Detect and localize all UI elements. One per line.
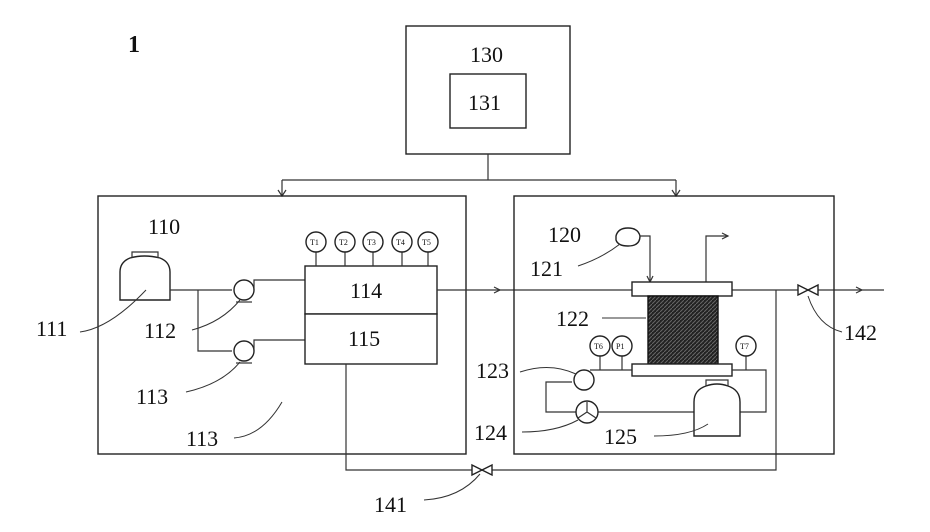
sensor-p1-label: P1 xyxy=(616,342,624,351)
pump-123-label: 123 xyxy=(476,358,509,383)
pump-113-out xyxy=(254,340,305,351)
left-unit-label: 110 xyxy=(148,214,180,239)
pump-112-out xyxy=(254,280,305,290)
sensor-t5-label: T5 xyxy=(422,238,431,247)
pump-123-leader xyxy=(520,367,576,374)
blower-121 xyxy=(616,228,640,246)
valve-141-leader xyxy=(424,474,480,500)
pump-123 xyxy=(574,370,594,390)
pump-112-leader xyxy=(192,300,240,330)
blower-121-label: 121 xyxy=(530,256,563,281)
sensor-t6-label: T6 xyxy=(594,342,603,351)
pump-113 xyxy=(234,341,254,361)
control-lines xyxy=(282,154,676,196)
valve-142 xyxy=(798,285,818,295)
region-113-label: 113 xyxy=(186,426,218,451)
pump-112 xyxy=(234,280,254,300)
reservoir-125-label: 125 xyxy=(604,424,637,449)
feed-pipes xyxy=(170,290,232,351)
block-114-label: 114 xyxy=(350,278,382,303)
tank-111 xyxy=(120,256,170,300)
blower-121-leader xyxy=(578,244,620,266)
figure-label: 1 xyxy=(128,32,140,58)
valve-142-label: 142 xyxy=(844,320,877,345)
valve-142-leader xyxy=(808,296,842,332)
blower-line xyxy=(640,236,650,282)
stack-122-label: 122 xyxy=(556,306,589,331)
right-unit-label: 120 xyxy=(548,222,581,247)
radiator-124-leader xyxy=(522,420,578,432)
sensor-t1-label: T1 xyxy=(310,238,319,247)
pump-113-label: 113 xyxy=(136,384,168,409)
controller-inner-label: 131 xyxy=(468,90,501,115)
reservoir-sensor: T7 xyxy=(736,336,756,370)
sensor-t7-label: T7 xyxy=(740,342,749,351)
stack-122 xyxy=(648,296,718,364)
valve-141 xyxy=(472,465,492,475)
stack-bottom-plate xyxy=(632,364,732,376)
radiator-124-label: 124 xyxy=(474,420,507,445)
pump-112-label: 112 xyxy=(144,318,176,343)
left-sensors: T1 T2 T3 T4 T5 xyxy=(306,232,438,266)
controller-label: 130 xyxy=(470,42,503,67)
block-115-label: 115 xyxy=(348,326,380,351)
stack-sensors: T6 P1 xyxy=(590,336,632,370)
region-113-leader xyxy=(234,402,282,438)
pump-113-leader xyxy=(186,362,240,392)
exhaust-line xyxy=(706,236,728,282)
sensor-t2-label: T2 xyxy=(339,238,348,247)
tank-111-label: 111 xyxy=(36,316,67,341)
sensor-t4-label: T4 xyxy=(396,238,405,247)
valve-141-label: 141 xyxy=(374,492,407,517)
stack-top-plate xyxy=(632,282,732,296)
sensor-t3-label: T3 xyxy=(367,238,376,247)
